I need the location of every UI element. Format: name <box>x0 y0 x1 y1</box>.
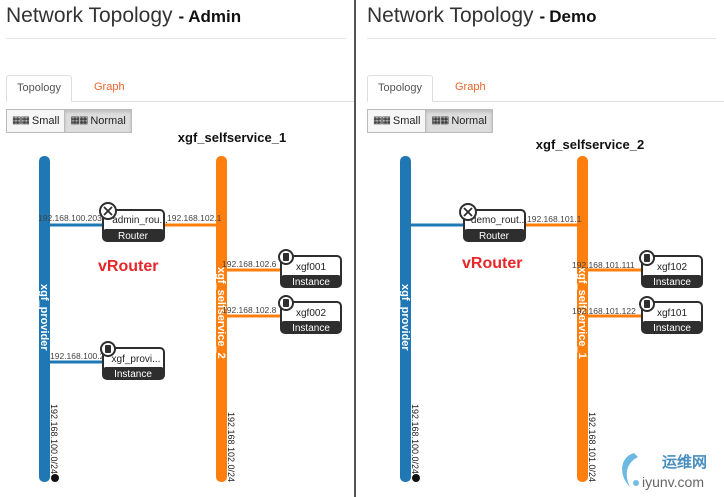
instance-name: xgf102 <box>657 262 687 273</box>
router-name: demo_rout... <box>471 215 527 226</box>
network-title: xgf_selfservice_2 <box>536 137 644 152</box>
panel-divider <box>354 0 356 497</box>
tab-topology[interactable]: Topology <box>367 75 434 102</box>
small-button[interactable]: ▦▦Small <box>367 109 427 133</box>
page-title-text: Network Topology <box>367 4 534 27</box>
header-divider <box>367 38 716 39</box>
tab-bar: Topology Graph <box>6 75 354 102</box>
topology-panel-demo: Network Topology-Demo Topology Graph ▦▦S… <box>357 0 724 497</box>
tab-topology[interactable]: Topology <box>6 75 73 102</box>
topology-panel-admin: Network Topology-Admin Topology Graph ▦▦… <box>0 0 354 497</box>
globe-icon <box>412 474 420 482</box>
tab-bar: Topology Graph <box>367 75 724 102</box>
size-toggle-group: ▦▦Small ▦▦Normal <box>6 109 132 133</box>
router-node[interactable]: demo_rout... Router <box>459 203 527 242</box>
page-title: Network Topology-Demo <box>367 4 596 28</box>
router-type-label: Router <box>479 231 510 242</box>
project-name: Admin <box>188 7 242 26</box>
network-bar-provider[interactable] <box>39 156 50 482</box>
instance-type-label: Instance <box>292 277 330 288</box>
network-bar-selfservice[interactable] <box>216 156 227 482</box>
vrouter-annotation: vRouter <box>98 258 158 275</box>
grid-large-icon: ▦▦ <box>70 115 88 126</box>
vrouter-annotation: vRouter <box>462 255 522 272</box>
normal-button-label: Normal <box>451 115 487 127</box>
title-separator: - <box>539 7 546 26</box>
network-name-provider: xgf_provider <box>38 284 50 351</box>
watermark-logo: 运维网 iyunv.com <box>622 453 707 490</box>
normal-button-label: Normal <box>90 115 126 127</box>
instance-name: xgf101 <box>657 308 687 319</box>
port-ip-label: 192.168.102.1 <box>167 213 222 223</box>
watermark-cn-text: 运维网 <box>662 453 707 471</box>
network-name-selfservice: xgf_selfservice_1 <box>576 267 588 359</box>
instance-name: xgf001 <box>296 262 326 273</box>
network-name-selfservice: xgf_selfservice_2 <box>215 267 227 359</box>
instance-name: xgf_provi... <box>112 354 161 365</box>
small-button[interactable]: ▦▦Small <box>6 109 66 133</box>
network-title: xgf_selfservice_1 <box>178 130 286 145</box>
instance-type-label: Instance <box>292 323 330 334</box>
tab-graph[interactable]: Graph <box>94 81 125 93</box>
router-arrows-icon <box>463 207 473 217</box>
network-cidr-selfservice: 192.168.102.0/24 <box>226 412 236 482</box>
grid-small-icon: ▦▦ <box>373 115 391 126</box>
normal-button[interactable]: ▦▦Normal <box>426 109 493 133</box>
network-cidr-provider: 192.168.100.0/24 <box>410 404 420 474</box>
instance-node[interactable]: xgf002 Instance <box>278 295 342 334</box>
tab-graph[interactable]: Graph <box>455 81 486 93</box>
small-button-label: Small <box>31 115 60 127</box>
instance-type-label: Instance <box>653 277 691 288</box>
port-ip-label: 192.168.101.111 <box>572 260 635 270</box>
header-divider <box>6 38 346 39</box>
title-separator: - <box>178 7 185 26</box>
instance-type-label: Instance <box>653 323 691 334</box>
router-arrows-icon <box>103 206 113 216</box>
port-ip-label: 192.168.101.1 <box>527 214 582 224</box>
grid-small-icon: ▦▦ <box>12 115 30 126</box>
port-ip-label: 192.168.100.203 <box>38 213 102 223</box>
normal-button[interactable]: ▦▦Normal <box>65 109 132 133</box>
port-ip-label: 192.168.102.8 <box>222 305 277 315</box>
grid-large-icon: ▦▦ <box>431 115 449 126</box>
port-ip-label: 192.168.101.122 <box>572 306 636 316</box>
port-ip-label: 192.168.100.204 <box>50 351 114 361</box>
instance-type-label: Instance <box>114 369 152 380</box>
router-type-label: Router <box>118 231 149 242</box>
instance-name: xgf002 <box>296 308 326 319</box>
page-title: Network Topology-Admin <box>6 4 241 28</box>
network-name-provider: xgf_provider <box>399 284 411 351</box>
globe-icon <box>51 474 59 482</box>
instance-node[interactable]: xgf001 Instance <box>278 249 342 288</box>
network-cidr-provider: 192.168.100.0/24 <box>49 404 59 474</box>
network-bar-provider[interactable] <box>400 156 411 482</box>
topology-canvas-admin: xgf_selfservice_1 xgf_provider 192.168.1… <box>38 130 342 482</box>
network-cidr-selfservice: 192.168.101.0/24 <box>587 412 597 482</box>
watermark-swoosh-icon <box>622 453 638 487</box>
topology-canvas-demo: xgf_selfservice_2 xgf_provider 192.168.1… <box>399 137 703 482</box>
instance-node[interactable]: xgf_provi... Instance <box>100 341 165 380</box>
project-name: Demo <box>549 7 597 26</box>
small-button-label: Small <box>392 115 421 127</box>
router-node[interactable]: admin_rou... Router <box>99 202 168 242</box>
port-ip-label: 192.168.102.6 <box>222 259 277 269</box>
router-name: admin_rou... <box>112 215 168 226</box>
size-toggle-group: ▦▦Small ▦▦Normal <box>367 109 493 133</box>
instance-node[interactable]: xgf101 Instance <box>639 296 703 334</box>
page-title-text: Network Topology <box>6 4 173 27</box>
instance-node[interactable]: xgf102 Instance <box>639 250 703 288</box>
watermark-url-text: iyunv.com <box>642 474 704 490</box>
network-bar-selfservice[interactable] <box>577 156 588 482</box>
